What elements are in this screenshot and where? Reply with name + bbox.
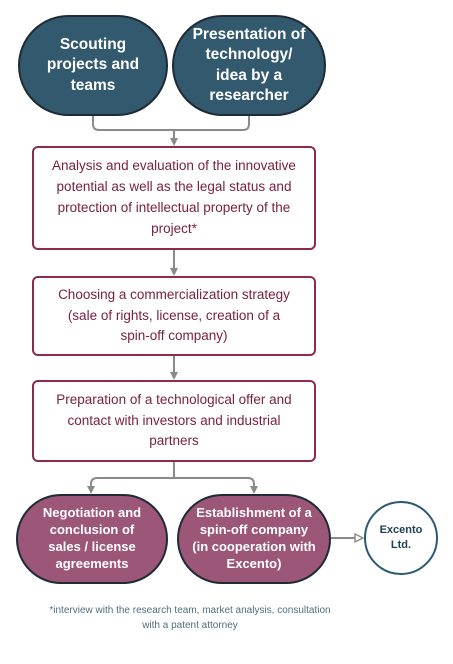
scouting-node: Scouting projects and teams xyxy=(18,15,168,116)
merge-connector xyxy=(92,113,250,131)
preparation-node: Preparation of a technological offer and… xyxy=(32,380,316,462)
footnote: *interview with the research team, marke… xyxy=(49,605,331,631)
preparation-label: Preparation of a technological offer and… xyxy=(56,391,292,449)
excento-node: Excento Ltd. xyxy=(364,501,438,575)
negotiation-node: Negotiation and conclusion of sales / li… xyxy=(16,494,168,584)
split-connector xyxy=(90,462,255,488)
analysis-label: Analysis and evaluation of the innovativ… xyxy=(52,158,296,236)
establishment-node: Establishment of a spin-off company (in … xyxy=(177,494,331,584)
strategy-node: Choosing a commercialization strategy (s… xyxy=(32,276,316,356)
analysis-node: Analysis and evaluation of the innovativ… xyxy=(32,146,316,250)
presentation-label: Presentation of technology/ idea by a re… xyxy=(192,26,306,104)
excento-label: Excento Ltd. xyxy=(379,524,423,551)
establishment-label: Establishment of a spin-off company (in … xyxy=(192,505,316,571)
strategy-label: Choosing a commercialization strategy (s… xyxy=(58,286,290,344)
presentation-node: Presentation of technology/ idea by a re… xyxy=(172,15,326,116)
scouting-label: Scouting projects and teams xyxy=(46,36,140,94)
negotiation-label: Negotiation and conclusion of sales / li… xyxy=(42,505,142,571)
